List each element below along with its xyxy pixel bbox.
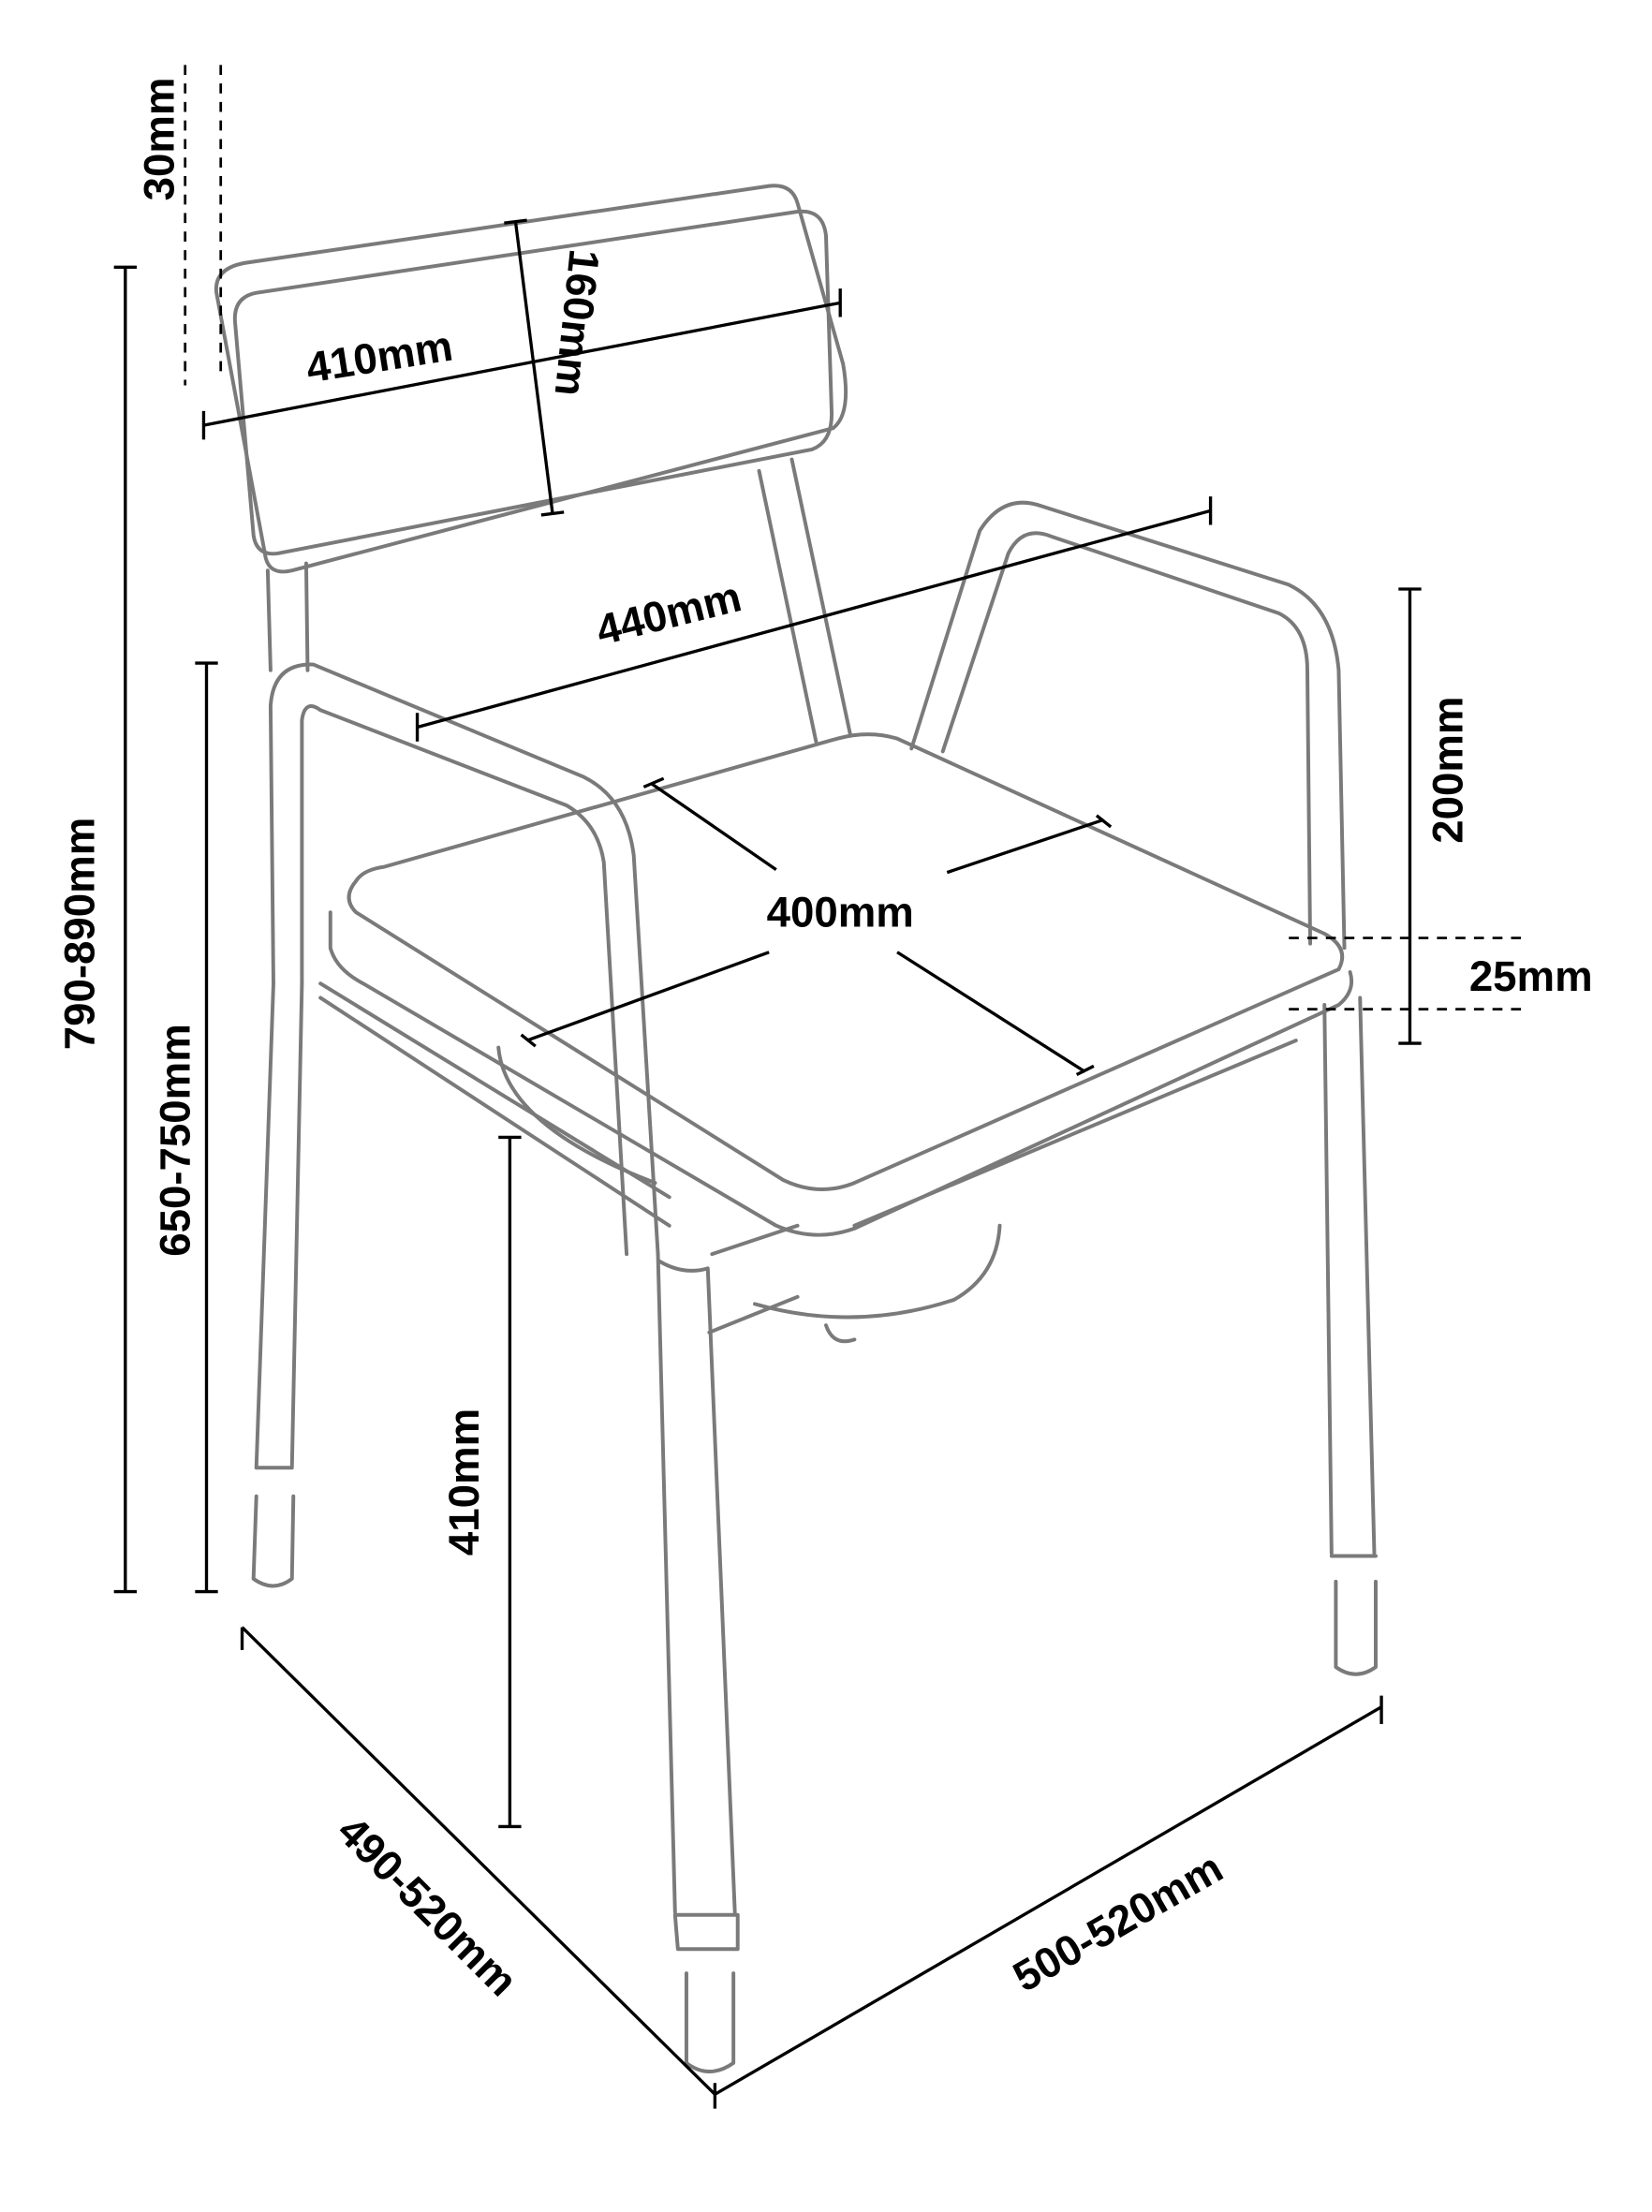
front-left-leg [656, 1252, 740, 2073]
seat-bottom [328, 910, 1354, 1237]
label-seat-thickness: 25mm [1469, 952, 1593, 1000]
label-seat-height: 410mm [440, 1408, 488, 1556]
back-post-left [265, 561, 310, 672]
seat-height-line [498, 1135, 522, 1829]
depth-line [240, 1626, 716, 2096]
armrest-height-line [195, 661, 218, 1594]
label-width: 500-520mm [1005, 1843, 1231, 2000]
backrest-width-line [201, 288, 842, 440]
backrest-height-line [504, 218, 565, 517]
label-backrest-offset: 30mm [136, 78, 184, 201]
dimension-lines [113, 65, 1525, 2109]
seat-top [347, 732, 1345, 1192]
overall-height-line [113, 265, 137, 1594]
arm-width-line [415, 496, 1213, 742]
label-backrest-height: 160mm [546, 247, 609, 399]
label-overall-height: 790-890mm [55, 818, 103, 1051]
back-left-leg [251, 981, 304, 1588]
right-armrest [909, 500, 1347, 951]
seat-width-line [520, 776, 1113, 1077]
seat-frame [318, 981, 1298, 1335]
backrest-outer [214, 184, 848, 574]
label-seat-width: 400mm [767, 888, 914, 936]
bucket [496, 1045, 1002, 1344]
backrest-inner [232, 209, 834, 556]
label-arm-above-seat: 200mm [1424, 697, 1472, 844]
label-depth: 490-520mm [329, 1806, 527, 2005]
right-leg [1322, 995, 1378, 1676]
chair-outline [214, 184, 1378, 2073]
arm-above-seat-line [1398, 587, 1422, 1045]
label-armrest-height: 650-750mm [151, 1024, 199, 1257]
label-arm-width: 440mm [592, 572, 746, 655]
width-line [713, 1695, 1383, 2109]
back-post-right [757, 457, 852, 744]
left-armrest [268, 662, 660, 1257]
